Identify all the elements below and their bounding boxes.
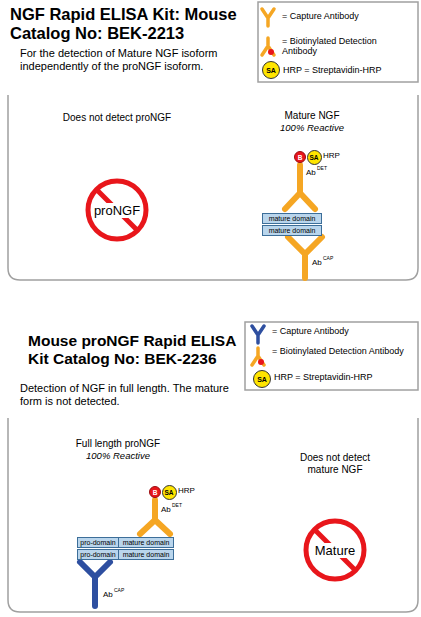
legend-text: HRP = Streptavidin-HRP: [274, 372, 373, 382]
symbol-text: SA: [164, 489, 173, 496]
antibody-subscript: CAP: [323, 256, 333, 262]
streptavidin-disc: [162, 485, 176, 499]
status-note: Does not detect proNGF: [42, 112, 192, 124]
well-outline: [8, 418, 418, 612]
capture-antibody-symbol: [80, 562, 110, 606]
domain-name: mature domain: [123, 551, 170, 558]
prohibition-ring: [88, 181, 146, 239]
legend-entry: HRP = Streptavidin-HRP: [283, 65, 415, 75]
legend-frame: [258, 2, 418, 82]
streptavidin-disc: [307, 150, 321, 164]
protein-domain-box: mature domain: [262, 213, 322, 224]
prohibition-ring: [306, 521, 364, 579]
legend-entry: HRP = Streptavidin-HRP: [274, 372, 414, 382]
streptavidin-circle: SA: [162, 485, 177, 500]
enzyme-label: HRP: [178, 486, 195, 495]
domain-name: pro-domain: [80, 539, 115, 546]
antibody-label: Ab: [103, 590, 113, 599]
enzyme-label: HRP: [323, 151, 340, 160]
protein-domain-box: mature domain: [118, 537, 174, 548]
streptavidin-circle: SA: [253, 370, 271, 388]
antibody-subscript: CAP: [114, 588, 124, 594]
antibody-label: Ab: [161, 505, 171, 514]
antibody-label: Ab: [306, 168, 316, 177]
domain-name: mature domain: [269, 227, 316, 234]
legend-entry: = Biotinylated Detection Antibody: [272, 346, 414, 356]
protein-domain-box: mature domain: [118, 549, 174, 560]
domain-name: mature domain: [269, 215, 316, 222]
streptavidin-disc: [254, 371, 271, 388]
legend-frame: [245, 322, 418, 390]
symbol-text: SA: [257, 376, 267, 383]
streptavidin-circle: SA: [307, 150, 322, 165]
protein-domain-box: pro-domain: [77, 549, 118, 560]
description: For the detection of Mature NGF isoform …: [20, 47, 252, 72]
streptavidin-disc: [263, 62, 280, 79]
biotin-disc: [295, 152, 306, 163]
legend-text: HRP = Streptavidin-HRP: [283, 65, 382, 75]
description: Detection of NGF in full length. The mat…: [20, 382, 242, 407]
protein-domain-box: mature domain: [262, 225, 322, 236]
antibody-subscript: DET: [317, 166, 327, 172]
biotin-disc: [150, 487, 161, 498]
not-detected-symbol: proNGF: [85, 178, 149, 242]
biotin-dot: [268, 49, 274, 55]
protein-domain-box: pro-domain: [77, 537, 118, 548]
target-name: Mature NGF: [237, 110, 387, 122]
status-note: Does not detect mature NGF: [285, 452, 385, 475]
streptavidin-circle: SA: [262, 61, 280, 79]
legend-text: = Biotinylated Detection Antibody: [272, 346, 404, 356]
not-detected-symbol: Mature: [303, 518, 367, 582]
kit-title: NGF Rapid ELISA Kit: Mouse Catalog No: B…: [10, 5, 255, 43]
biotin-circle: B: [294, 151, 306, 163]
antibody-subscript: DET: [172, 503, 182, 509]
reactivity: 100% Reactive: [43, 451, 193, 462]
symbol-text: proNGF: [93, 203, 141, 218]
detection-antibody-symbol: [262, 38, 274, 55]
prohibition-slash: [314, 529, 355, 570]
legend-text: = Biotinylated Detection Antibody: [282, 36, 377, 56]
capture-antibody-symbol: [262, 9, 274, 26]
symbol-text: B: [153, 489, 158, 496]
legend-entry: = Capture Antibody: [272, 326, 414, 336]
symbol-text: SA: [266, 67, 276, 74]
well-outline: [8, 95, 418, 280]
target-name: Full length proNGF: [43, 438, 193, 450]
capture-antibody-symbol: [288, 237, 322, 278]
legend-text: = Capture Antibody: [282, 11, 359, 21]
detection-antibody-symbol: [285, 165, 315, 209]
capture-antibody-symbol: [252, 326, 264, 343]
domain-name: pro-domain: [80, 551, 115, 558]
biotin-circle: B: [149, 486, 161, 498]
legend-text: = Capture Antibody: [272, 326, 349, 336]
legend-entry: = Capture Antibody: [282, 11, 412, 21]
detection-antibody-symbol: [140, 500, 170, 534]
antibody-label: Ab: [312, 258, 322, 267]
legend-entry: = Biotinylated Detection Antibody: [282, 36, 412, 57]
symbol-text: Mature: [314, 543, 356, 558]
biotin-dot: [258, 359, 264, 365]
kit-title: Mouse proNGF Rapid ELISA Kit Catalog No:…: [28, 332, 240, 368]
domain-name: mature domain: [123, 539, 170, 546]
reactivity: 100% Reactive: [237, 123, 387, 134]
detection-antibody-symbol: [252, 348, 264, 365]
symbol-text: SA: [309, 154, 318, 161]
symbol-text: B: [298, 154, 303, 161]
